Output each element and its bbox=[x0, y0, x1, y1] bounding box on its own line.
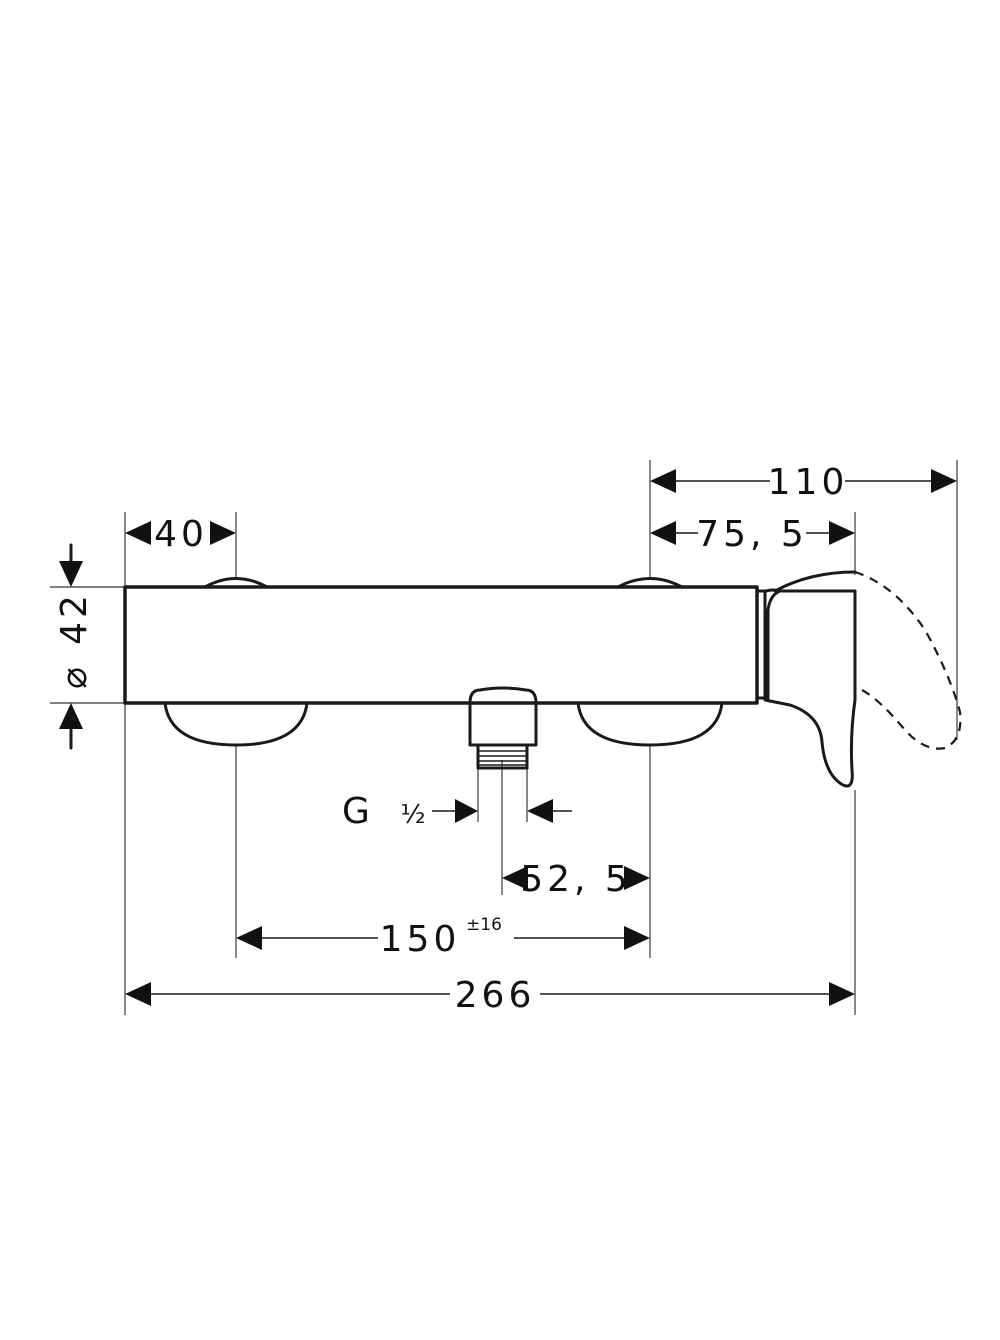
dimension-266-label: 266 bbox=[455, 975, 536, 1016]
right-flange-top bbox=[616, 577, 684, 589]
dimension-42-label: 42 bbox=[54, 591, 95, 645]
mixer-body bbox=[123, 577, 767, 747]
thread-label: G bbox=[342, 791, 374, 832]
thread-size: ½ bbox=[400, 800, 425, 830]
dimension-52-5: 52, 5 bbox=[502, 859, 650, 900]
dimension-266: 266 bbox=[125, 975, 855, 1016]
outlet-connector bbox=[468, 686, 538, 770]
dimension-40-label: 40 bbox=[154, 514, 208, 555]
thread-dimension: G ½ bbox=[342, 791, 572, 832]
lever-alternate-position bbox=[854, 570, 962, 750]
mixer-bar bbox=[123, 585, 759, 705]
dimension-40: 40 bbox=[125, 514, 236, 555]
extension-lines bbox=[50, 460, 958, 1015]
dimension-110-label: 110 bbox=[768, 462, 849, 503]
left-flange-top bbox=[203, 577, 269, 589]
dimension-150-label: 150 bbox=[380, 919, 461, 960]
right-flange-bottom bbox=[576, 701, 724, 747]
dimension-150: 150 ±16 bbox=[236, 915, 650, 960]
left-flange-bottom bbox=[163, 701, 309, 747]
dimension-42: 42 ⌀ bbox=[54, 543, 95, 750]
dimension-110: 110 bbox=[650, 462, 957, 503]
dimension-150-tolerance: ±16 bbox=[466, 915, 502, 935]
dimension-75-5-label: 75, 5 bbox=[696, 514, 808, 555]
dimension-52-5-label: 52, 5 bbox=[520, 859, 632, 900]
dimension-75-5: 75, 5 bbox=[650, 514, 855, 555]
diameter-symbol: ⌀ bbox=[54, 663, 95, 689]
lever-handle bbox=[763, 570, 962, 788]
